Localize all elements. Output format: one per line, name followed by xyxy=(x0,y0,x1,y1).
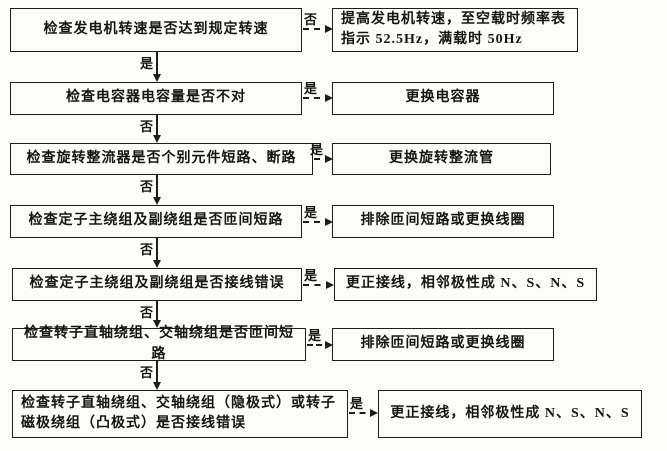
action-box-4: 排除匝间短路或更换线圈 xyxy=(332,205,554,238)
action-box-1: 提高发电机转速，至空载时频率表 指示 52.5Hz，满载时 50Hz xyxy=(332,8,578,52)
check-box-6: 检查转子直轴绕组、交轴绕组是否匝间短路 xyxy=(12,326,306,362)
down-label-1: 是 xyxy=(139,56,153,71)
branch-label-1: 否 xyxy=(304,12,318,27)
down-label-5: 否 xyxy=(139,305,153,320)
branch-arrow-1: 否 xyxy=(303,12,333,33)
action-box-6: 排除匝间短路或更换线圈 xyxy=(332,328,554,361)
branch-arrow-5: 是 xyxy=(303,268,334,289)
down-arrow-6: 否 xyxy=(140,361,161,390)
check-text-4: 检查定子主绕组及副绕组是否匝间短路 xyxy=(28,213,284,229)
branch-label-3: 是 xyxy=(310,142,324,157)
action-box-2: 更换电容器 xyxy=(332,82,554,115)
action-box-7: 更正接线，相邻极性成 N、S、N、S xyxy=(378,390,642,438)
check-box-2: 检查电容器电容量是否不对 xyxy=(10,82,302,115)
action-text-5: 更正接线，相邻极性成 N、S、N、S xyxy=(345,276,586,292)
down-label-4: 否 xyxy=(139,242,153,257)
check-text-7: 检查转子直轴绕组、交轴绕组（隐极式）或转子 磁极绕组（凸极式）是否接线错误 xyxy=(21,395,336,431)
branch-arrow-3: 是 xyxy=(310,142,333,163)
action-box-5: 更正接线，相邻极性成 N、S、N、S xyxy=(334,268,597,301)
action-box-3: 更换旋转整流管 xyxy=(332,143,551,175)
action-text-2: 更换电容器 xyxy=(405,90,481,106)
check-box-5: 检查定子主绕组及副绕组是否接线错误 xyxy=(12,268,302,301)
down-arrow-4: 否 xyxy=(140,238,161,268)
action-text-7: 更正接线，相邻极性成 N、S、N、S xyxy=(390,405,630,421)
check-text-6: 检查转子直轴绕组、交轴绕组是否匝间短路 xyxy=(24,326,294,362)
down-arrow-5: 否 xyxy=(140,301,161,328)
check-text-1: 检查发电机转速是否达到规定转速 xyxy=(43,21,269,37)
action-text-3: 更换旋转整流管 xyxy=(389,150,494,166)
branch-arrow-4: 是 xyxy=(303,205,333,226)
branch-arrow-7: 是 xyxy=(349,396,378,417)
branch-arrow-6: 是 xyxy=(307,328,333,349)
action-text-6: 排除匝间短路或更换线圈 xyxy=(360,336,526,352)
down-label-2: 否 xyxy=(139,119,153,134)
down-arrow-1: 是 xyxy=(140,52,161,82)
down-arrow-2: 否 xyxy=(140,115,161,143)
check-text-5: 检查定子主绕组及副绕组是否接线错误 xyxy=(29,276,285,292)
check-text-2: 检查电容器电容量是否不对 xyxy=(66,90,246,106)
check-text-3: 检查旋转整流器是否个别元件短路、断路 xyxy=(26,150,297,166)
check-box-3: 检查旋转整流器是否个别元件短路、断路 xyxy=(10,143,313,175)
check-box-7: 检查转子直轴绕组、交轴绕组（隐极式）或转子 磁极绕组（凸极式）是否接线错误 xyxy=(12,390,348,438)
branch-label-7: 是 xyxy=(350,396,364,411)
down-label-3: 否 xyxy=(139,179,153,194)
branch-label-6: 是 xyxy=(308,328,322,343)
branch-arrow-2: 是 xyxy=(303,81,333,102)
down-label-6: 否 xyxy=(139,365,153,380)
action-text-4: 排除匝间短路或更换线圈 xyxy=(360,213,526,229)
action-text-1: 提高发电机转速，至空载时频率表 指示 52.5Hz，满载时 50Hz xyxy=(341,11,566,47)
check-box-4: 检查定子主绕组及副绕组是否匝间短路 xyxy=(10,205,302,238)
branch-label-5: 是 xyxy=(304,268,318,283)
branch-label-2: 是 xyxy=(304,81,318,96)
check-box-1: 检查发电机转速是否达到规定转速 xyxy=(10,8,302,52)
down-arrow-3: 否 xyxy=(140,175,161,205)
branch-label-4: 是 xyxy=(304,205,318,220)
